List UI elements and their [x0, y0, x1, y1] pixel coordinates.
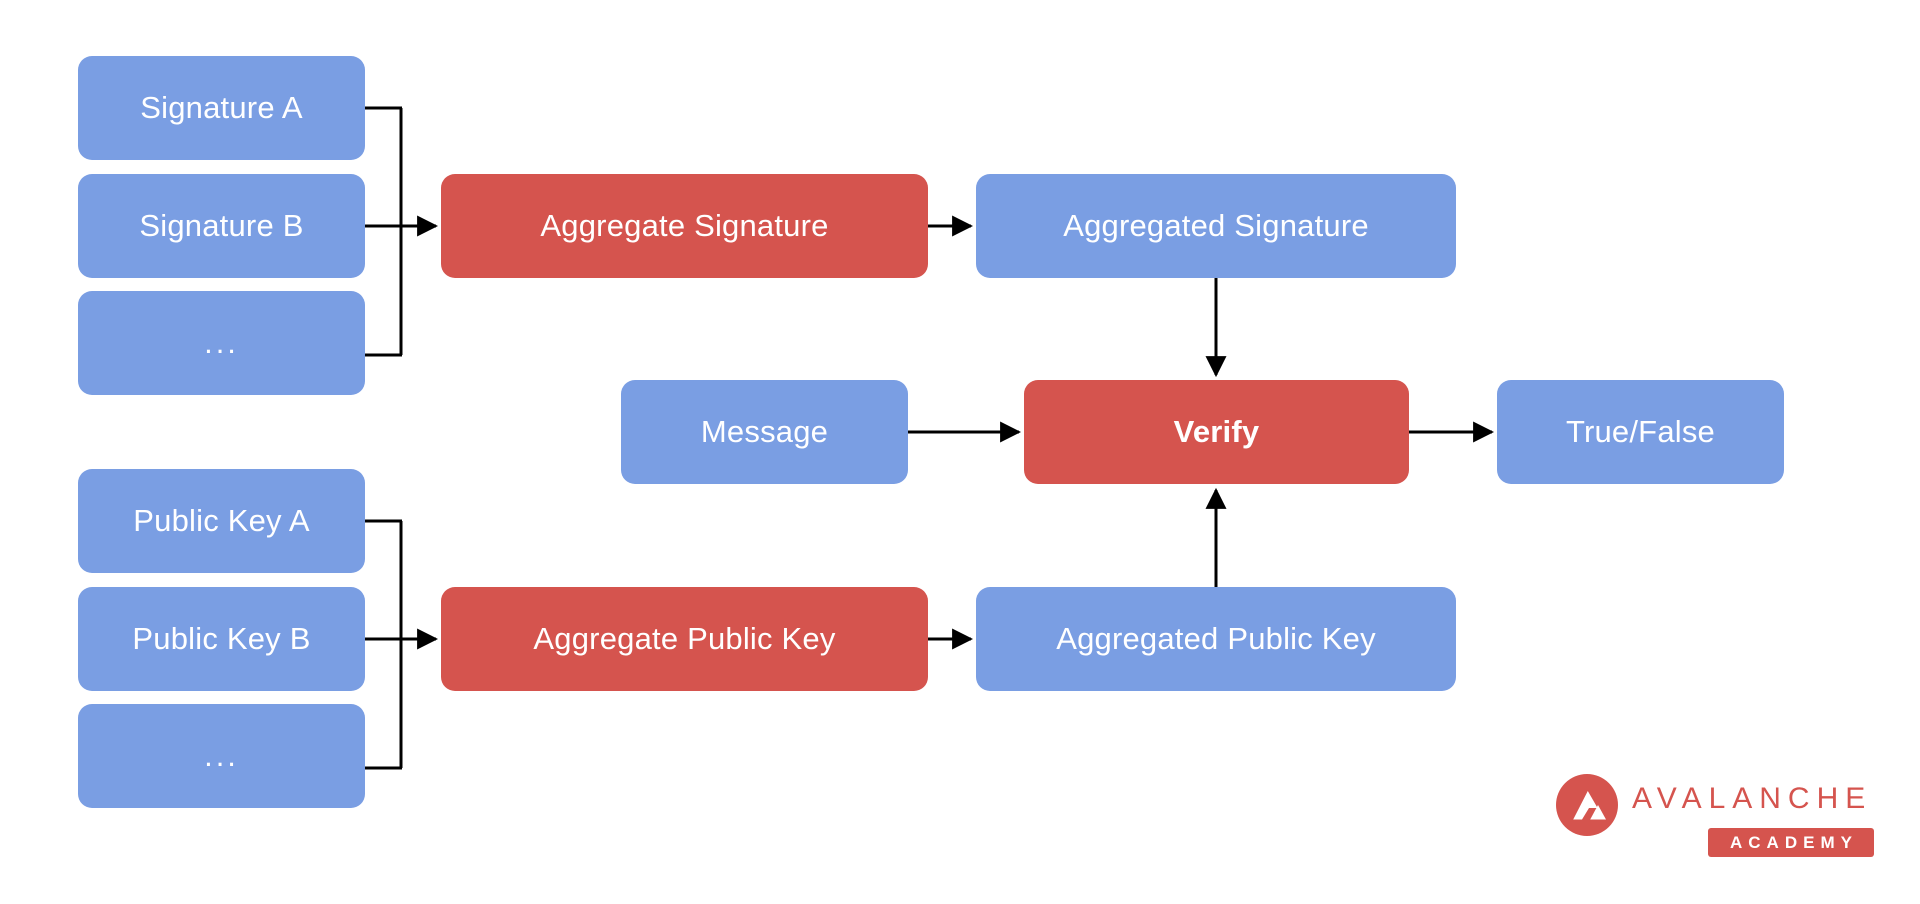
node-true-false[interactable]: True/False — [1497, 380, 1784, 484]
avalanche-triangle-icon — [1556, 774, 1618, 836]
node-public-key-more[interactable]: ... — [78, 704, 365, 808]
edge-signature-bracket — [365, 106, 403, 357]
node-verify[interactable]: Verify — [1024, 380, 1409, 484]
avalanche-wordmark: AVALANCHE — [1632, 782, 1873, 815]
node-public-key-b[interactable]: Public Key B — [78, 587, 365, 691]
node-signature-more[interactable]: ... — [78, 291, 365, 395]
node-signature-b[interactable]: Signature B — [78, 174, 365, 278]
node-public-key-a[interactable]: Public Key A — [78, 469, 365, 573]
avalanche-academy-logo: AVALANCHE ACADEMY — [1556, 766, 1886, 862]
node-aggregated-signature[interactable]: Aggregated Signature — [976, 174, 1456, 278]
node-aggregate-signature[interactable]: Aggregate Signature — [441, 174, 928, 278]
academy-badge: ACADEMY — [1708, 828, 1874, 857]
node-message[interactable]: Message — [621, 380, 908, 484]
node-aggregated-public-key[interactable]: Aggregated Public Key — [976, 587, 1456, 691]
node-signature-a[interactable]: Signature A — [78, 56, 365, 160]
edge-public-key-bracket — [365, 519, 403, 770]
node-aggregate-public-key[interactable]: Aggregate Public Key — [441, 587, 928, 691]
